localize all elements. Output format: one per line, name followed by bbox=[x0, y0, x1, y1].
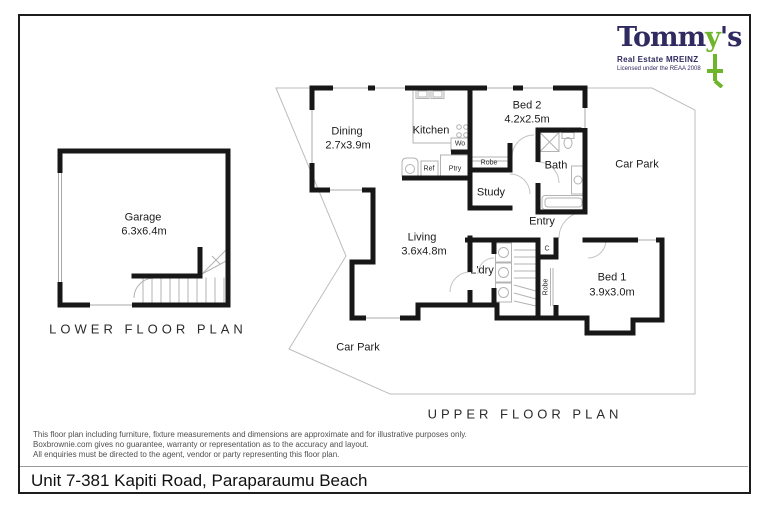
windows bbox=[56, 84, 656, 322]
disclaimer-line: Boxbrownie.com gives no guarantee, warra… bbox=[33, 440, 369, 449]
fixture-label-pantry: Ptry bbox=[448, 165, 462, 173]
logo-license: Licensed under the REAA 2008 bbox=[617, 66, 701, 72]
room-dims-dining: 2.7x3.9m bbox=[325, 139, 371, 152]
room-label-bath: Bath bbox=[544, 159, 568, 172]
fixture-label-wall-oven: Wo bbox=[454, 140, 466, 148]
tommys-logo: Tommy's Real Estate MREINZ Licensed unde… bbox=[617, 24, 757, 88]
room-label-bed1: Bed 1 bbox=[597, 271, 627, 284]
outer-border bbox=[18, 14, 751, 494]
disclaimer-line: All enquiries must be directed to the ag… bbox=[33, 450, 340, 459]
study-door-arc bbox=[509, 173, 531, 195]
bath-door-arc bbox=[537, 161, 560, 184]
room-label-living: Living bbox=[407, 231, 437, 244]
front-door-arc bbox=[558, 211, 586, 239]
fixture-label-fridge: Ref bbox=[423, 165, 435, 173]
laundry-appliance bbox=[495, 282, 512, 303]
property-address: Unit 7-381 Kapiti Road, Paraparaumu Beac… bbox=[31, 471, 368, 490]
laundry-appliance bbox=[495, 242, 512, 263]
room-label-entry: Entry bbox=[529, 215, 555, 228]
lower-plan-title: LOWER FLOOR PLAN bbox=[49, 321, 247, 337]
room-label-carpark-lower: Car Park bbox=[336, 341, 380, 354]
toilet bbox=[563, 137, 573, 149]
stove-burner bbox=[456, 124, 462, 130]
kitchen-counter bbox=[412, 90, 451, 144]
logo-key-icon bbox=[707, 54, 724, 88]
logo-tagline: Real Estate MREINZ bbox=[617, 55, 699, 64]
fixture-label-bed1-robe: Robe bbox=[542, 278, 550, 296]
logo-text-y: y bbox=[705, 22, 721, 53]
room-label-garage: Garage bbox=[124, 211, 162, 224]
upper-stairs bbox=[513, 249, 537, 307]
room-label-dining: Dining bbox=[331, 125, 363, 138]
footer-divider bbox=[20, 466, 748, 467]
room-label-kitchen: Kitchen bbox=[412, 124, 450, 137]
laundry-door-arc bbox=[477, 257, 495, 275]
room-label-laundry: L'dry bbox=[470, 264, 494, 277]
garage-stair-arc bbox=[133, 277, 155, 299]
room-label-bed2: Bed 2 bbox=[512, 99, 542, 112]
room-dims-garage: 6.3x6.4m bbox=[121, 225, 167, 238]
logo-text-prefix: Tomm bbox=[617, 22, 706, 53]
living-door-arc bbox=[449, 271, 471, 293]
bed1-robe-doors bbox=[550, 268, 554, 306]
laundry-appliance bbox=[495, 262, 512, 283]
disclaimer-line: This floor plan including furniture, fix… bbox=[33, 430, 467, 439]
room-dims-bed1: 3.9x3.0m bbox=[589, 286, 635, 299]
room-dims-living: 3.6x4.8m bbox=[401, 245, 447, 258]
fixture-label-cupboard: C bbox=[544, 245, 550, 253]
room-label-study: Study bbox=[476, 186, 506, 199]
upper-plan-title: UPPER FLOOR PLAN bbox=[427, 406, 623, 422]
bed2-door-arc bbox=[511, 134, 535, 158]
laundry-tub bbox=[401, 157, 419, 177]
site-boundary-lines bbox=[275, 87, 696, 395]
room-dims-bed2: 4.2x2.5m bbox=[504, 113, 550, 126]
logo-wordmark: Tommy's bbox=[617, 24, 757, 52]
room-label-carpark-upper: Car Park bbox=[615, 158, 659, 171]
bed1-door-arc bbox=[587, 239, 607, 259]
stove-burner bbox=[456, 132, 462, 138]
door-arcs bbox=[449, 134, 607, 293]
fixture-label-study-robe: Robe bbox=[480, 159, 498, 167]
logo-text-suffix: 's bbox=[719, 22, 742, 53]
